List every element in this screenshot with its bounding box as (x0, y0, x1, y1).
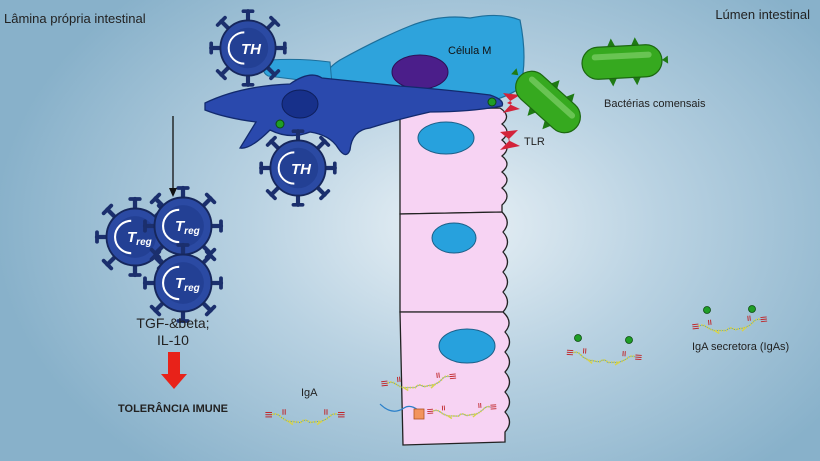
dendritic-nucleus (281, 89, 319, 119)
iga-label: IgA (301, 387, 318, 399)
treg-cell-icon: Treg (145, 245, 221, 321)
tolerance-label: TOLERÂNCIA IMUNE (118, 403, 228, 415)
cytokine-tgf-beta: TGF-&beta; (136, 315, 210, 331)
epithelium (399, 107, 511, 446)
down-arrow-icon (161, 352, 187, 389)
region-label-lumen: Lúmen intestinal (715, 7, 810, 22)
treg-label: Treg (127, 229, 152, 248)
cytokine-il-10: IL-10 (157, 332, 189, 348)
m-cell-nucleus (391, 54, 449, 90)
m-cell-label: Célula M (448, 45, 492, 57)
dendritic-cell-icon (204, 74, 504, 156)
th-cell-icon: TH (211, 11, 285, 85)
epithelial-nucleus (438, 328, 496, 364)
epithelial-cell-2 (399, 211, 509, 313)
secretory-iga-label: IgA secretora (IgAs) (692, 341, 790, 353)
bacterium-icon (581, 37, 669, 87)
th-label: TH (241, 41, 262, 58)
tlr-receptor-icon (503, 93, 520, 113)
tlr-receptor-icon (500, 130, 520, 150)
epithelial-nucleus (417, 121, 475, 155)
th-cell-icon: TH (261, 131, 335, 205)
epithelial-nucleus (431, 222, 477, 254)
antigen-icon (574, 334, 582, 342)
bacteria-label: Bactérias comensais (604, 98, 706, 110)
cytokines-label: TGF-&beta; IL-10 (118, 315, 228, 349)
bacterium-icon (511, 68, 581, 134)
treg-label: Treg (175, 218, 200, 237)
antigen-icon (703, 306, 711, 314)
th-label: TH (291, 161, 312, 178)
treg-label: Treg (175, 275, 200, 294)
tlr-label: TLR (524, 136, 545, 148)
secretory-component (379, 403, 419, 412)
iga-molecule-icon (690, 305, 769, 338)
antigen-icon (748, 305, 756, 313)
induction-arrow (169, 116, 177, 197)
region-label-lamina-propria: Lâmina própria intestinal (4, 11, 146, 26)
iga-molecule-icon (264, 408, 346, 426)
antigen-icon (487, 97, 497, 107)
treg-cell-icon: Treg (97, 199, 173, 275)
j-chain-icon (413, 408, 425, 420)
antigen-icon (275, 119, 285, 129)
antigen-icon (625, 336, 633, 344)
treg-cell-icon: Treg (145, 188, 221, 264)
iga-molecule-icon (565, 334, 643, 368)
